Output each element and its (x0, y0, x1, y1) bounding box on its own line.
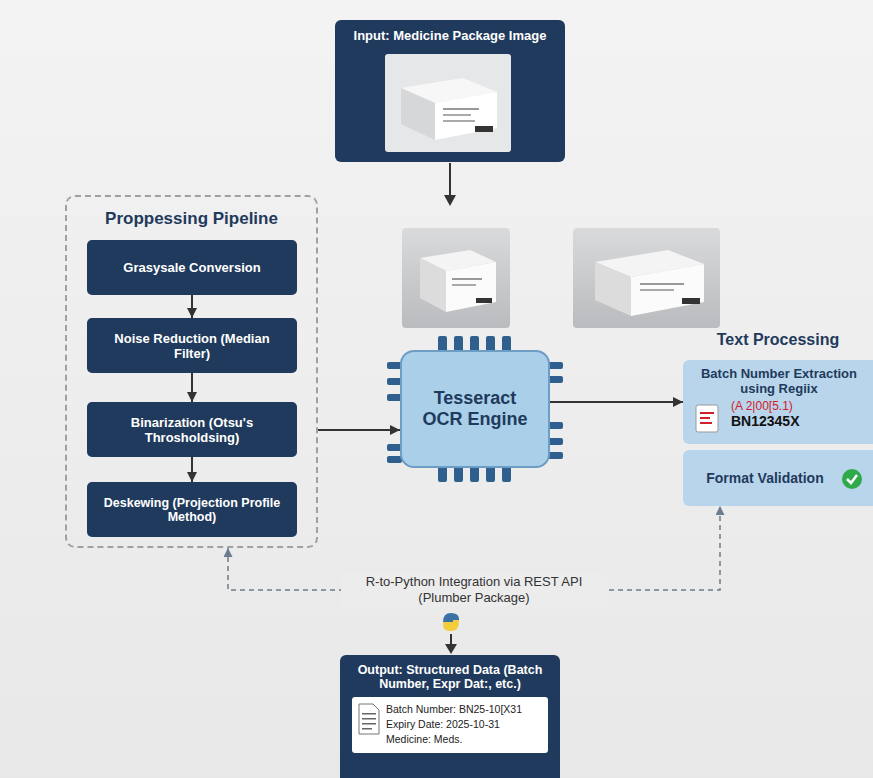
check-icon (847, 475, 857, 483)
process-box: Noise Reduction (Median Filter) (87, 318, 297, 373)
chip-pins (438, 466, 447, 482)
chip-pins (548, 438, 563, 445)
package-illustration (385, 54, 511, 152)
node-text: Deskewing (Projection Profile Method) (95, 496, 289, 524)
chip-pins (454, 466, 463, 482)
check-icon (841, 468, 863, 490)
regex-icon (695, 404, 721, 434)
node-text: Input: Medicine Package Image (354, 28, 547, 43)
node-text: Noise Reduction (Median Filter) (95, 331, 289, 361)
process-box: Deskewing (Projection Profile Method) (87, 482, 297, 537)
output-box: Output: Structured Data (Batch Number, E… (340, 655, 560, 778)
python-icon (443, 620, 459, 631)
regex-icon (696, 405, 718, 432)
chip-pins (548, 376, 563, 383)
package-illustration (443, 120, 475, 122)
package-photo (573, 228, 720, 328)
package-illustration (443, 108, 479, 110)
node-text: Grasysale Conversion (123, 260, 260, 275)
node-subtext: Medicine: Meds. (386, 732, 544, 747)
regex-box: Batch Number Extraction using Regiix (A 2… (683, 360, 873, 444)
package-photo (452, 278, 482, 280)
node-subtext: BN12345X (731, 413, 867, 429)
package-photo (640, 283, 684, 285)
pipeline-group: Proppessing PipelineGrasysale Conversion… (65, 195, 318, 548)
regex-icon (700, 412, 714, 414)
node-text: Proppessing Pipeline (105, 209, 278, 229)
node-text: Batch Number: BN25-10[X31 (386, 702, 544, 717)
node-text: Tesseract OCR Engine (420, 388, 530, 429)
document-panel: Batch Number: BN25-10[X31Expiry Date: 20… (352, 697, 548, 753)
input-arrow (449, 163, 451, 196)
package-photo (595, 262, 631, 316)
document-icon (359, 704, 379, 734)
package-photo (452, 284, 476, 286)
package-photo (573, 228, 720, 328)
package-photo (402, 228, 510, 328)
chip-pins (548, 362, 563, 369)
python-icon (443, 613, 459, 631)
chip-pins (548, 452, 563, 459)
package-illustration (475, 126, 493, 132)
output-arrow (445, 644, 457, 654)
flow-arrow (191, 457, 193, 482)
output-arrow (445, 634, 457, 654)
input-arrow (444, 195, 456, 206)
package-illustration (443, 114, 471, 116)
section-heading: Text Processing (683, 331, 873, 349)
input-arrow (444, 163, 456, 206)
package-photo (476, 298, 492, 303)
flow-arrow (191, 295, 193, 318)
package-photo (446, 262, 496, 312)
flow-arrow (550, 401, 683, 403)
document-icon (362, 723, 376, 725)
edge-label: R-to-Python Integration via REST API (Pl… (341, 573, 607, 608)
validation-box: Format Validation (683, 450, 873, 506)
package-photo (420, 258, 446, 312)
chip-pins (548, 422, 563, 429)
document-icon (362, 713, 376, 715)
input-box: Input: Medicine Package Image (335, 20, 565, 162)
check-icon (842, 469, 862, 489)
document-icon (362, 718, 376, 720)
package-illustration (385, 54, 511, 152)
output-arrow (450, 634, 452, 645)
package-photo (682, 298, 700, 304)
process-box: Grasysale Conversion (87, 240, 297, 295)
process-box: Binarization (Otsu's Throsholdsing) (87, 402, 297, 457)
chip-pins (470, 466, 479, 482)
regex-icon (700, 417, 710, 419)
document-icon (362, 728, 372, 730)
chip-pins (502, 466, 511, 482)
node-text: Format Validation (689, 470, 867, 486)
flow-arrow (318, 429, 400, 431)
node-subtext: Expiry Date: 2025-10-31 (386, 717, 544, 732)
node-text: Output: Structured Data (Batch Number, E… (352, 663, 548, 691)
ocr-chip: Tesseract OCR Engine (400, 350, 550, 468)
package-illustration (401, 88, 435, 140)
package-photo (640, 289, 674, 291)
package-illustration (435, 92, 497, 140)
package-photo (402, 228, 510, 328)
package-photo (631, 264, 704, 316)
regex-icon (700, 422, 712, 424)
chip-pins (486, 466, 495, 482)
node-text: Binarization (Otsu's Throsholdsing) (95, 415, 289, 445)
flow-arrow (191, 373, 193, 402)
node-text: Batch Number Extraction using Regiix (691, 366, 867, 396)
chip-pins (387, 336, 563, 482)
node-subtext: (A 2|00[5.1) (731, 399, 867, 413)
document-icon (358, 703, 380, 735)
